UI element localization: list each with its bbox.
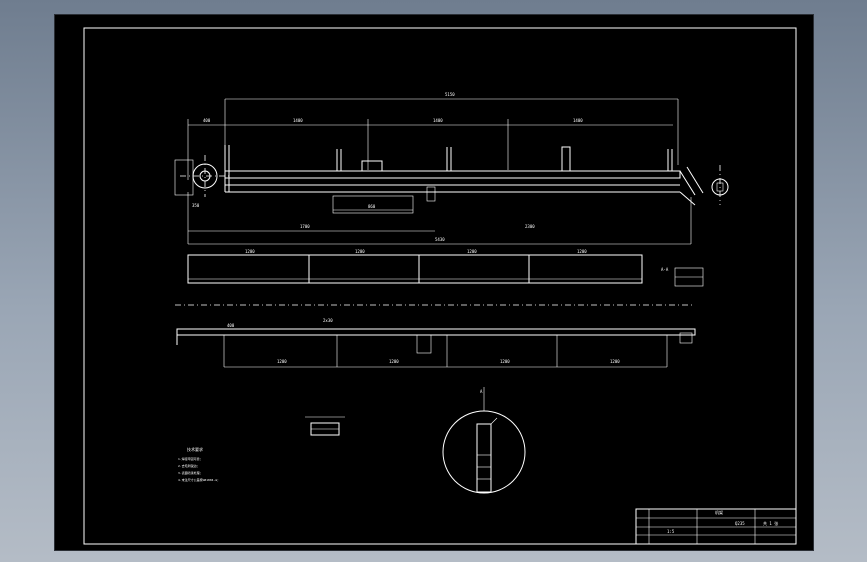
lower-bar-view: 1200 1200 1200 1200 400 2x30 [176, 318, 696, 368]
title-name: 机架 [715, 509, 723, 515]
dim-overall: 5150 [445, 92, 455, 97]
low-tag-left: 400 [227, 323, 235, 328]
low-seg-2: 1200 [389, 359, 399, 364]
mid-seg-3: 1200 [467, 249, 477, 254]
technical-notes: 技术要求 1.焊接牢固可靠; 2.去毛刺锐边; 3.表面喷漆处理; 4.未注尺寸… [178, 446, 219, 482]
title-block: 机架 Q235 1:5 共 1 张 [635, 508, 797, 545]
notes-line-1: 1.焊接牢固可靠; [178, 456, 202, 461]
notes-line-4: 4.未注尺寸公差按GB1804-m; [178, 477, 219, 482]
mid-seg-1: 1200 [245, 249, 255, 254]
dim-bottom-overall: 5430 [435, 237, 445, 242]
mid-end-label: A-A [661, 267, 669, 272]
section-detail: A [442, 387, 526, 494]
dim-bottom-mid: 860 [368, 204, 376, 209]
title-sheet: 共 1 张 [763, 520, 778, 526]
low-seg-3: 1200 [500, 359, 510, 364]
small-detail-view [305, 416, 345, 436]
mid-seg-2: 1200 [355, 249, 365, 254]
notes-line-3: 3.表面喷漆处理; [178, 470, 202, 475]
low-tag-mid: 2x30 [323, 318, 333, 323]
top-view: 5150 1400 1400 1400 400 [174, 92, 729, 245]
cad-drawing-canvas[interactable]: 5150 1400 1400 1400 400 [54, 14, 814, 551]
drawing-border [83, 27, 797, 545]
mid-seg-4: 1200 [577, 249, 587, 254]
notes-line-2: 2.去毛刺锐边; [178, 463, 199, 468]
section-label: A [480, 389, 483, 394]
dim-seg-3: 1400 [573, 118, 583, 123]
title-scale: 1:5 [667, 529, 675, 534]
dim-seg-2: 1400 [433, 118, 443, 123]
dim-side: 350 [192, 203, 200, 208]
technical-drawing: 5150 1400 1400 1400 400 [83, 27, 797, 545]
low-seg-1: 1200 [277, 359, 287, 364]
low-seg-4: 1200 [610, 359, 620, 364]
title-material: Q235 [735, 521, 745, 526]
dim-bottom-right: 2300 [525, 224, 535, 229]
notes-title: 技术要求 [187, 446, 203, 452]
middle-bar-view: 1200 1200 1200 1200 A-A [175, 249, 704, 306]
dim-left-offset: 400 [203, 118, 211, 123]
dim-seg-1: 1400 [293, 118, 303, 123]
dim-bottom-left: 1700 [300, 224, 310, 229]
